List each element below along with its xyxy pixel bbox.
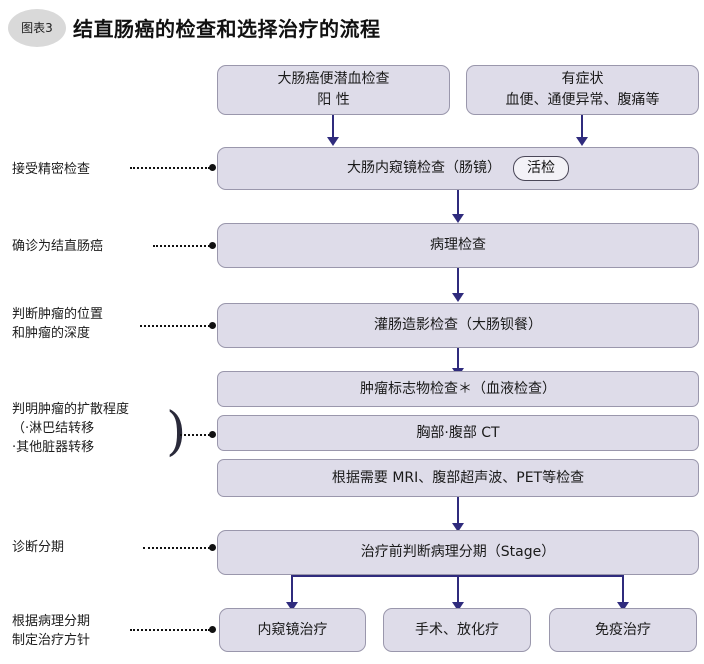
node-ct-scan[interactable]: 胸部·腹部 CT xyxy=(217,415,699,451)
stage-label-spread-extent: 判明肿瘤的扩散程度 （·淋巴结转移 ·其他脏器转移 xyxy=(12,402,130,455)
arrow-head-entry-right xyxy=(576,137,588,146)
stage-label-staging: 诊断分期 xyxy=(12,540,65,555)
leader-dot-staging xyxy=(209,544,216,551)
leader-dot-detailed-exam xyxy=(209,164,216,171)
arrow-head-pathology xyxy=(452,293,464,302)
leader-dot-tumor-location-depth xyxy=(209,322,216,329)
leader-dot-treatment-plan xyxy=(209,626,216,633)
biopsy-badge[interactable]: 活检 xyxy=(513,156,569,181)
leader-line-diagnosis-confirmed xyxy=(153,245,210,249)
arrow-elbow-branch xyxy=(291,575,459,577)
arrow-line-treatment-endoscopic xyxy=(291,575,293,604)
node-colonoscopy-label: 大肠内窥镜检查（肠镜） xyxy=(347,160,501,176)
leader-line-staging xyxy=(143,547,210,551)
stage-label-treatment-plan: 根据病理分期 制定治疗方针 xyxy=(12,614,91,648)
node-pathology[interactable]: 病理检查 xyxy=(217,223,699,268)
node-treatment-endoscopic[interactable]: 内窥镜治疗 xyxy=(219,608,366,652)
leader-line-detailed-exam xyxy=(130,167,210,171)
node-tumor-marker[interactable]: 肿瘤标志物检查＊（血液检查） xyxy=(217,371,699,407)
arrow-head-treatment-immuno xyxy=(617,602,629,611)
page-title: 结直肠癌的检查和选择治疗的流程 xyxy=(73,17,381,41)
arrow-line-treatment-surgery xyxy=(457,575,459,604)
arrow-head-entry-left xyxy=(327,137,339,146)
stage-label-detailed-exam: 接受精密检查 xyxy=(12,162,91,177)
arrow-line-entry-left xyxy=(332,115,334,139)
node-optional-imaging[interactable]: 根据需要 MRI、腹部超声波、PET等检查 xyxy=(217,459,699,497)
arrow-head-treatment-endoscopic xyxy=(286,602,298,611)
arrow-head-treatment-surgery xyxy=(452,602,464,611)
leader-line-treatment-plan xyxy=(130,629,210,633)
arrow-line-treatment-immuno xyxy=(622,575,624,604)
figure-number-badge: 图表3 xyxy=(8,9,66,47)
arrow-line-pathology xyxy=(457,268,459,295)
node-treatment-surgery[interactable]: 手术、放化疗 xyxy=(383,608,531,652)
group-bracket: ) xyxy=(166,402,187,462)
arrow-head-workup xyxy=(452,523,464,532)
leader-line-spread-extent xyxy=(180,434,210,438)
node-treatment-immuno[interactable]: 免疫治疗 xyxy=(549,608,697,652)
node-colonoscopy-content: 大肠内窥镜检查（肠镜） 活检 xyxy=(347,156,569,181)
arrow-line-barium-enema xyxy=(457,348,459,370)
arrow-head-colonoscopy xyxy=(452,214,464,223)
arrow-line-entry-right xyxy=(581,115,583,139)
arrow-elbow-branch-right xyxy=(457,575,624,577)
stage-label-tumor-location-depth: 判断肿瘤的位置 和肿瘤的深度 xyxy=(12,307,104,341)
node-colonoscopy[interactable]: 大肠内窥镜检查（肠镜） 活检 xyxy=(217,147,699,190)
figure-number-label: 图表3 xyxy=(21,21,53,35)
leader-dot-diagnosis-confirmed xyxy=(209,242,216,249)
stage-label-diagnosis-confirmed: 确诊为结直肠癌 xyxy=(12,239,104,254)
node-entry-symptoms[interactable]: 有症状 血便、通便异常、腹痛等 xyxy=(466,65,699,115)
arrow-line-workup xyxy=(457,497,459,525)
node-barium-enema[interactable]: 灌肠造影检查（大肠钡餐） xyxy=(217,303,699,348)
arrow-line-colonoscopy xyxy=(457,190,459,216)
node-entry-fecal-occult-blood[interactable]: 大肠癌便潜血检查 阳 性 xyxy=(217,65,450,115)
leader-line-tumor-location-depth xyxy=(140,325,210,329)
leader-dot-spread-extent xyxy=(209,431,216,438)
node-staging[interactable]: 治疗前判断病理分期（Stage） xyxy=(217,530,699,575)
page-header: 图表3 结直肠癌的检查和选择治疗的流程 xyxy=(0,0,704,56)
